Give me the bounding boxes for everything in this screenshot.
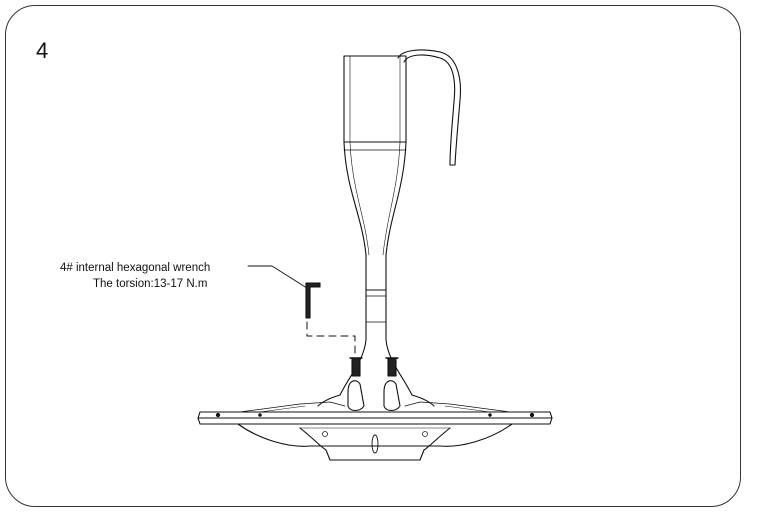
mounting-bolt-left xyxy=(349,357,363,377)
light-pole-stem xyxy=(339,55,413,396)
callout-leader-line xyxy=(247,265,311,291)
figure-frame xyxy=(5,5,741,507)
step-number: 4 xyxy=(36,38,49,63)
wrench-label: 4# internal hexagonal wrench xyxy=(60,262,211,274)
alignment-dashed-line xyxy=(306,321,356,357)
hex-wrench-icon xyxy=(305,282,321,319)
torque-label: The torsion:13-17 N.m xyxy=(93,278,208,290)
power-cable xyxy=(397,49,462,166)
mounting-bolt-right xyxy=(385,357,399,377)
lamp-housing xyxy=(197,401,553,461)
mounting-bracket xyxy=(317,380,435,412)
